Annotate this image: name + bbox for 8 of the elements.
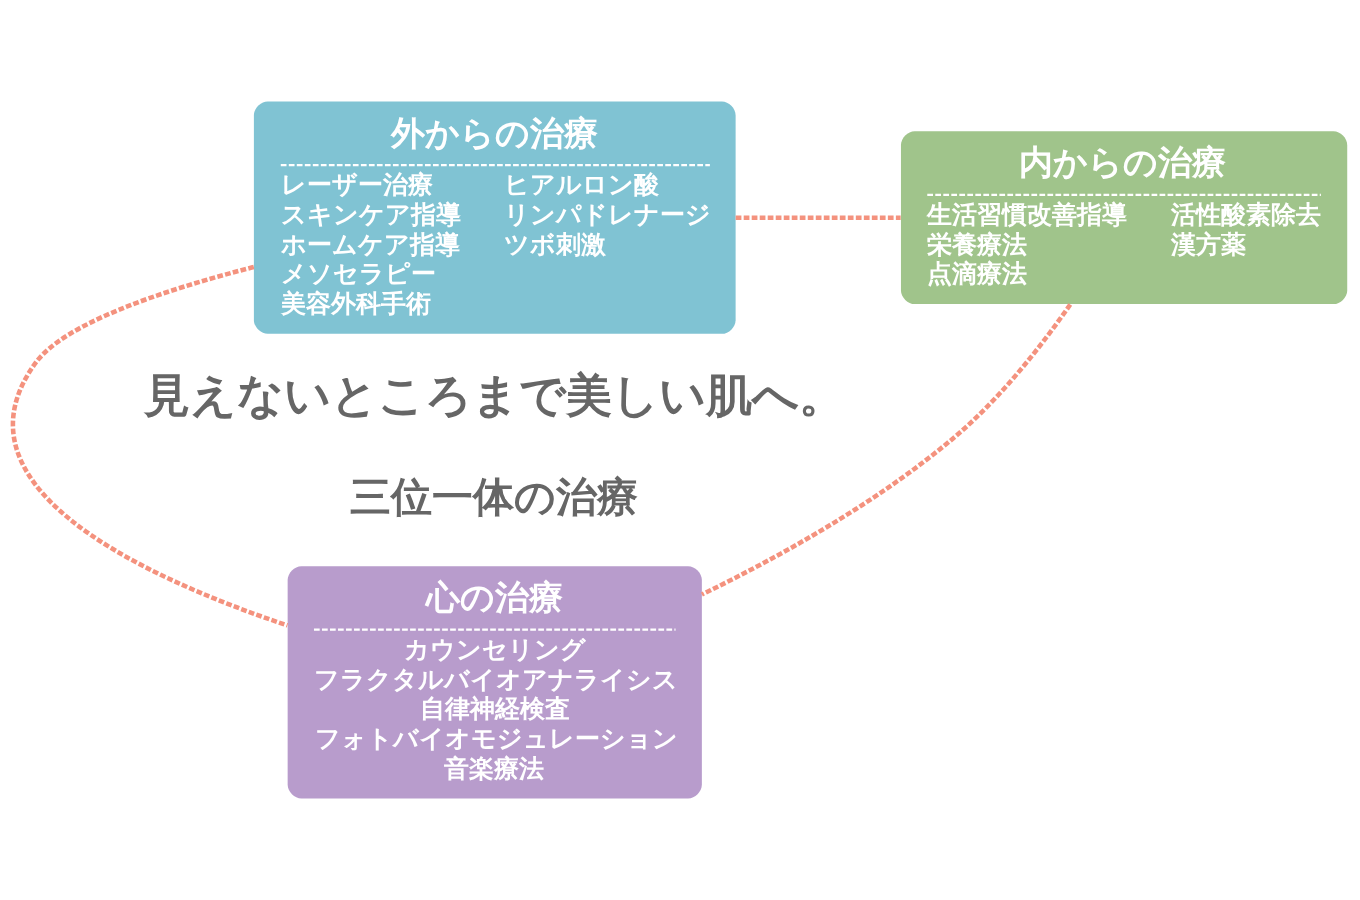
node-box: 心の治療 カウンセリング フラクタルバイオアナライシス 自律神経検査 フォトバイオモジュレーション 音楽療法 <box>287 566 702 799</box>
label: 見えないところまで美しい肌へ。 <box>144 367 846 422</box>
node-box: 外からの治療 レーザー治療 ヒアルロン酸 スキンケア指導 リンパドレナージ ホームケア指導 ツボ刺激 メソセラピー 美容外科手術 <box>253 101 736 334</box>
node-box: 内からの治療 生活習慣改善指導 活性酸素除去 栄養療法 漢方薬 点滴療法 <box>900 131 1348 305</box>
connector <box>735 215 901 220</box>
label: 三位一体の治療 <box>350 471 639 521</box>
connector <box>11 264 289 628</box>
connector <box>700 303 1073 597</box>
